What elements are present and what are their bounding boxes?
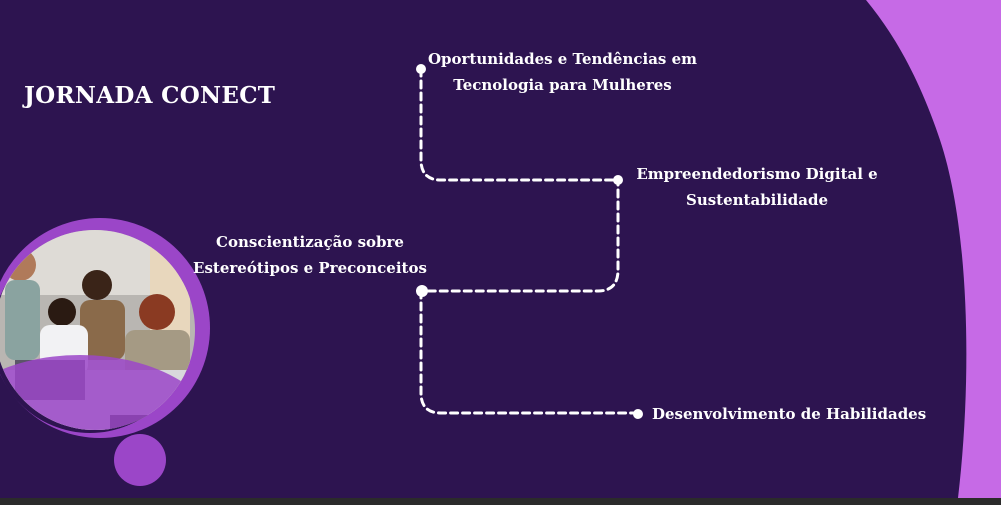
- topic-line: Sustentabilidade: [685, 191, 829, 209]
- timeline-node-1: [416, 64, 426, 74]
- topic-line: Oportunidades e Tendências em: [427, 50, 698, 68]
- slide-title: JORNADA CONECT: [24, 82, 276, 109]
- dashed-timeline-path: [419, 67, 639, 415]
- topic-line: Estereótipos e Preconceitos: [193, 259, 427, 277]
- timeline-node-4: [633, 409, 643, 419]
- topic-line: Desenvolvimento de Habilidades: [652, 405, 927, 423]
- topic-skills: Desenvolvimento de Habilidades: [652, 401, 926, 427]
- topic-line: Conscientização sobre: [216, 233, 404, 251]
- topic-opportunities: Oportunidades e Tendências em Tecnologia…: [420, 46, 705, 98]
- topic-line: Empreendedorismo Digital e: [636, 165, 878, 183]
- topic-awareness: Conscientização sobre Estereótipos e Pre…: [190, 229, 430, 281]
- right-accent-shape: [866, 0, 1001, 498]
- bottom-bar: [0, 498, 1001, 505]
- photo-circle: [0, 218, 210, 486]
- timeline-node-3: [416, 285, 428, 297]
- timeline-node-2: [613, 175, 623, 185]
- topic-line: Tecnologia para Mulheres: [453, 76, 672, 94]
- topic-entrepreneurship: Empreendedorismo Digital e Sustentabilid…: [628, 161, 886, 213]
